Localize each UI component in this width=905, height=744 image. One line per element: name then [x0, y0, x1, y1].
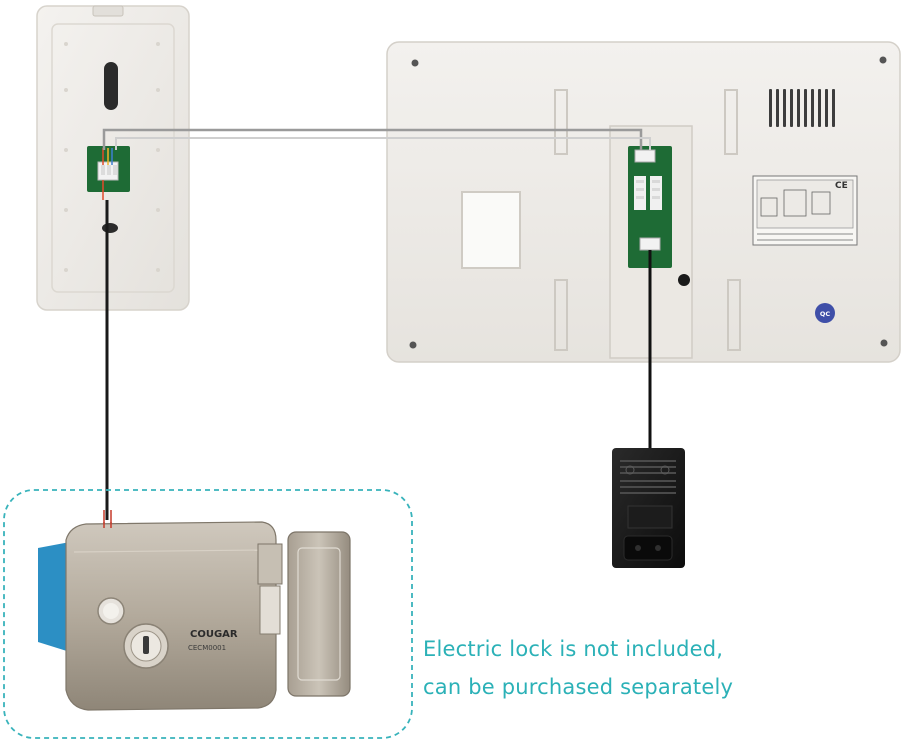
qc-sticker-text: QC [820, 310, 831, 318]
outdoor-unit-back-panel [36, 5, 190, 311]
vent-panel [461, 191, 521, 269]
caption-line-1: Electric lock is not included, [423, 637, 724, 661]
power-adapter [612, 448, 685, 568]
lock-brand: COUGAR [190, 629, 238, 640]
screw-hole [102, 223, 118, 233]
lock-keeper [287, 531, 351, 697]
keyhole-icon [143, 636, 149, 654]
lock-not-included-caption: Electric lock is not included, can be pu… [423, 630, 883, 706]
lock-model: CECM0001 [188, 644, 226, 652]
screw-icon [409, 341, 417, 349]
screw-icon [879, 56, 887, 64]
caption-line-2: can be purchased separately [423, 675, 734, 699]
mounting-slot [104, 62, 118, 110]
screw-icon [411, 59, 419, 67]
electric-lock: COUGAR CECM0001 [38, 521, 351, 711]
speaker-grille [769, 89, 835, 127]
screw-icon [880, 339, 888, 347]
optional-accessory-frame [3, 489, 413, 739]
ce-mark: CE [835, 181, 848, 191]
indoor-monitor-back: CE QC [386, 41, 901, 363]
connection-wire [102, 128, 651, 150]
qc-sticker [815, 303, 835, 323]
